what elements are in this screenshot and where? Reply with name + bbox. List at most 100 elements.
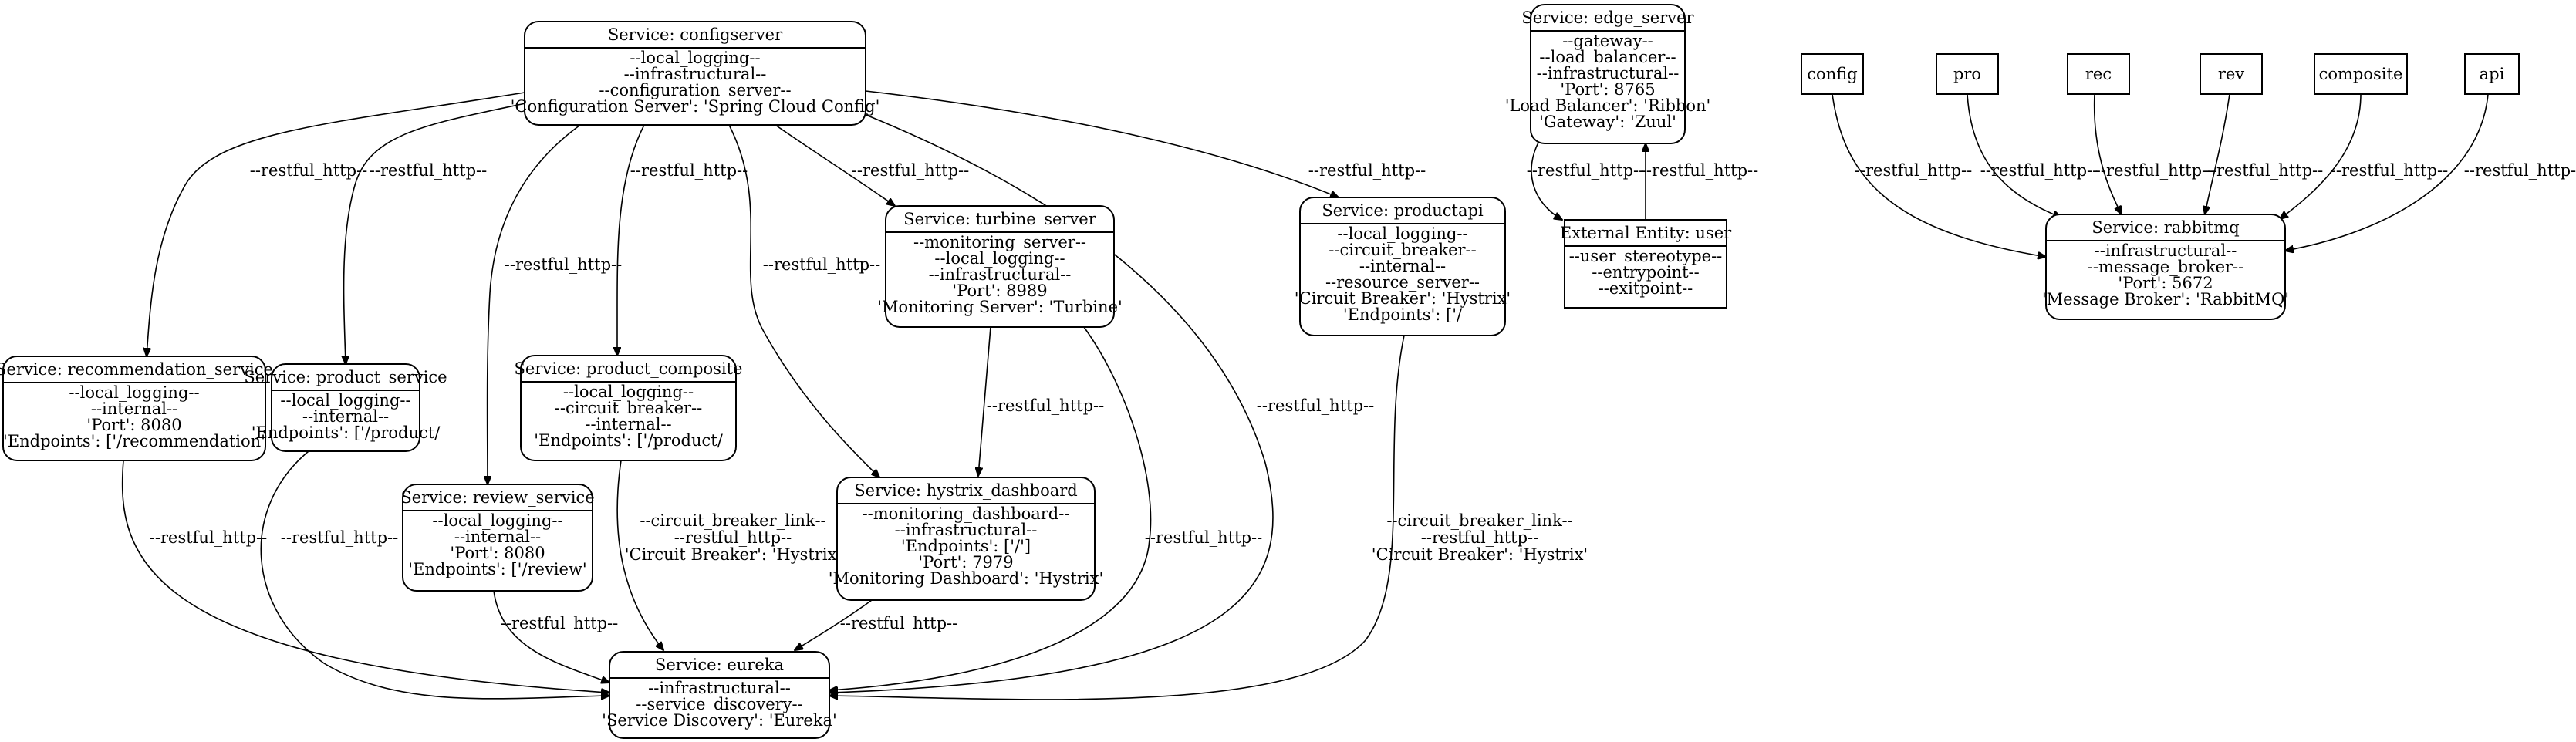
node-attribute: 'Endpoints': ['/product/ bbox=[252, 423, 441, 442]
node-box bbox=[2314, 53, 2408, 95]
edge-rec-rabbitmq bbox=[2093, 93, 2122, 214]
node-title: rev bbox=[2218, 65, 2244, 83]
node-title: Service: review_service bbox=[400, 488, 594, 507]
node-title: pro bbox=[1953, 65, 1981, 83]
node-box bbox=[885, 205, 1115, 328]
node-rec: rec bbox=[2067, 53, 2130, 95]
node-attribute: --local_logging-- bbox=[280, 391, 410, 410]
node-attribute: 'Configuration Server': 'Spring Cloud Co… bbox=[511, 97, 880, 116]
node-attribute: --user_stereotype-- bbox=[1569, 247, 1723, 265]
node-attribute: --load_balancer-- bbox=[1539, 48, 1676, 66]
edge-pro-rabbitmq bbox=[1967, 93, 2061, 218]
edge-configserver-product-service bbox=[344, 99, 541, 364]
edge-configserver-eureka bbox=[829, 107, 1274, 693]
edge-productapi-eureka bbox=[829, 335, 1405, 700]
nodes: Service: configserver--local_logging----… bbox=[0, 4, 2520, 739]
label-configserver-recommendation: --restful_http-- bbox=[250, 161, 367, 180]
node-attribute: 'Monitoring Dashboard': 'Hystrix' bbox=[829, 569, 1103, 588]
node-attribute: --internal-- bbox=[454, 528, 541, 546]
label-productapi-eureka-http: --restful_http-- bbox=[1421, 528, 1538, 547]
node-edge-server: Service: edge_server--gateway----load_ba… bbox=[1505, 4, 1710, 144]
node-title: Service: rabbitmq bbox=[2092, 218, 2239, 237]
node-attribute: 'Endpoints': ['/product/ bbox=[534, 431, 723, 450]
node-attribute: --entrypoint-- bbox=[1592, 263, 1699, 282]
edge-config-rabbitmq bbox=[1832, 93, 2046, 257]
node-attribute: --local_logging-- bbox=[432, 511, 562, 530]
node-attribute: --infrastructural-- bbox=[2095, 241, 2237, 260]
node-title: composite bbox=[2319, 65, 2403, 83]
node-title: Service: turbine_server bbox=[903, 210, 1097, 228]
node-attribute: 'Port': 8989 bbox=[952, 282, 1047, 300]
node-attribute: --circuit_breaker-- bbox=[1329, 241, 1476, 259]
node-attribute: 'Endpoints': ['/review' bbox=[408, 560, 586, 578]
node-attribute: --monitoring_dashboard-- bbox=[863, 504, 1070, 523]
node-attribute: --internal-- bbox=[302, 407, 389, 426]
node-attribute: --internal-- bbox=[1359, 257, 1446, 275]
node-eureka: Service: eureka --infrastructural----serv… bbox=[602, 651, 837, 739]
label-product-composite-eureka-hystrix: 'Circuit Breaker': 'Hystrix' bbox=[625, 545, 841, 564]
label-recommendation-eureka: --restful_http-- bbox=[150, 528, 267, 547]
node-title: Service: hystrix_dashboard bbox=[854, 481, 1077, 500]
node-attribute: 'Endpoints': ['/ bbox=[1343, 305, 1463, 324]
node-attribute: --local_logging-- bbox=[1337, 224, 1467, 243]
node-box bbox=[271, 363, 420, 452]
label-product-service-eureka: --restful_http-- bbox=[281, 528, 398, 547]
edge-turbine-hystrix bbox=[978, 326, 991, 476]
node-attribute: 'Gateway': 'Zuul' bbox=[1539, 113, 1676, 131]
node-product-service: Service: product_service--local_logging-… bbox=[244, 363, 447, 452]
edge-review-eureka bbox=[493, 590, 609, 683]
node-attribute: --infrastructural-- bbox=[929, 265, 1072, 284]
label-product-composite-eureka-http: --restful_http-- bbox=[674, 528, 792, 547]
node-attribute: --internal-- bbox=[585, 415, 671, 433]
node-title: Service: eureka bbox=[655, 656, 784, 674]
label-rec-rabbitmq: --restful_http-- bbox=[2095, 161, 2213, 180]
label-api-rabbitmq: --restful_http-- bbox=[2464, 161, 2576, 180]
edge-configserver-recommendation bbox=[147, 92, 525, 356]
edge-configserver-turbine bbox=[775, 124, 895, 206]
node-box bbox=[2067, 53, 2130, 95]
edge-composite-rabbitmq bbox=[2280, 93, 2362, 219]
node-attribute: 'Message Broker': 'RabbitMQ' bbox=[2042, 290, 2289, 309]
node-attribute: --gateway-- bbox=[1562, 32, 1653, 50]
label-product-composite-eureka-cb: --circuit_breaker_link-- bbox=[640, 511, 825, 530]
edge-product-service-eureka bbox=[260, 450, 609, 699]
node-attribute: --local_logging-- bbox=[563, 383, 694, 401]
label-configserver-product-composite: --restful_http-- bbox=[630, 161, 748, 180]
node-attribute: 'Port': 8080 bbox=[86, 416, 181, 434]
node-rev: rev bbox=[2200, 53, 2263, 95]
label-configserver-hystrix: --restful_http-- bbox=[763, 255, 880, 274]
edge-labels: --restful_http-- --restful_http-- --rest… bbox=[150, 161, 2576, 632]
edge-api-rabbitmq bbox=[2285, 93, 2489, 251]
node-title: Service: recommendation_service bbox=[0, 360, 273, 379]
edge-configserver-productapi bbox=[865, 90, 1339, 197]
label-hystrix-eureka: --restful_http-- bbox=[840, 614, 957, 632]
node-api: api bbox=[2464, 53, 2520, 95]
label-user-edgeserver: --restful_http-- bbox=[1641, 161, 1758, 180]
node-attribute: --local_logging-- bbox=[934, 249, 1065, 268]
edges bbox=[121, 90, 2489, 700]
node-title: rec bbox=[2085, 65, 2112, 83]
node-attribute: 'Monitoring Server': 'Turbine' bbox=[877, 298, 1123, 316]
node-box bbox=[1299, 197, 1506, 336]
label-pro-rabbitmq: --restful_http-- bbox=[1980, 161, 2098, 180]
node-attribute: --infrastructural-- bbox=[1537, 64, 1680, 83]
node-attribute: --infrastructural-- bbox=[895, 521, 1038, 539]
label-edgeserver-user: --restful_http-- bbox=[1527, 161, 1644, 180]
node-attribute: 'Port': 5672 bbox=[2118, 274, 2213, 292]
node-title: Service: product_composite bbox=[515, 359, 743, 378]
label-configserver-productapi: --restful_http-- bbox=[1308, 161, 1426, 180]
node-attribute: --infrastructural-- bbox=[648, 679, 791, 697]
edge-configserver-product-composite bbox=[617, 124, 645, 356]
node-attribute: --monitoring_server-- bbox=[913, 233, 1086, 251]
node-title: Service: productapi bbox=[1322, 201, 1484, 220]
node-attribute: 'Endpoints': ['/recommendation' bbox=[3, 432, 265, 450]
node-title: api bbox=[2480, 65, 2505, 83]
node-box bbox=[2200, 53, 2263, 95]
edge-turbine-eureka bbox=[829, 326, 1152, 690]
node-attribute: --service_discovery-- bbox=[636, 695, 802, 713]
node-config: config bbox=[1801, 53, 1864, 95]
node-attribute: --resource_server-- bbox=[1325, 273, 1480, 292]
edge-product-composite-eureka bbox=[616, 460, 663, 650]
node-box bbox=[1564, 219, 1727, 309]
node-title: config bbox=[1807, 65, 1857, 83]
